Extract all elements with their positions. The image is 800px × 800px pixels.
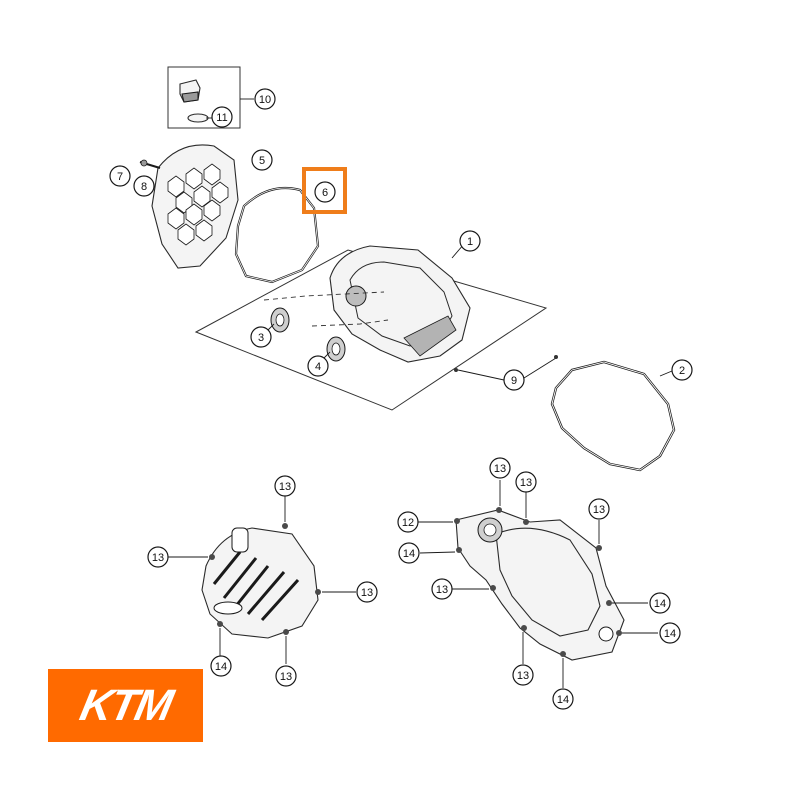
callout-14-case-right-a[interactable]: 14 — [649, 592, 671, 614]
outer-clutch-cover-part — [151, 144, 239, 269]
callout-13-case-bottom[interactable]: 13 — [512, 664, 534, 686]
crankcase-part — [455, 509, 625, 661]
callout-9[interactable]: 9 — [503, 369, 525, 391]
screw-part — [139, 159, 161, 169]
shaft-seal-part — [270, 307, 290, 333]
svg-text:9: 9 — [511, 375, 517, 387]
callout-5[interactable]: 5 — [251, 149, 273, 171]
callout-13-right[interactable]: 13 — [356, 581, 378, 603]
svg-text:4: 4 — [315, 361, 321, 373]
svg-text:13: 13 — [520, 477, 532, 489]
callout-4[interactable]: 4 — [307, 355, 329, 377]
clutch-cover-part — [329, 245, 471, 363]
svg-text:12: 12 — [402, 517, 414, 529]
svg-text:14: 14 — [557, 694, 569, 706]
bearing-part — [326, 336, 346, 362]
svg-text:2: 2 — [679, 365, 685, 377]
highlight-frame — [302, 167, 347, 214]
svg-text:7: 7 — [117, 171, 123, 183]
callout-14-case-bottom[interactable]: 14 — [552, 688, 574, 710]
svg-text:14: 14 — [403, 548, 415, 560]
callout-3[interactable]: 3 — [250, 326, 272, 348]
callout-13-case-mid[interactable]: 13 — [431, 578, 453, 600]
o-ring-part — [187, 113, 209, 123]
svg-text:13: 13 — [361, 587, 373, 599]
svg-text:13: 13 — [517, 670, 529, 682]
svg-text:13: 13 — [152, 552, 164, 564]
callout-14-case-left[interactable]: 14 — [398, 542, 420, 564]
callout-13-case-right[interactable]: 13 — [588, 498, 610, 520]
svg-text:6: 6 — [322, 187, 328, 199]
svg-text:3: 3 — [258, 332, 264, 344]
svg-text:14: 14 — [664, 628, 676, 640]
svg-text:1: 1 — [467, 236, 473, 248]
svg-text:13: 13 — [279, 481, 291, 493]
svg-text:8: 8 — [141, 181, 147, 193]
callout-13-top[interactable]: 13 — [274, 475, 296, 497]
svg-text:13: 13 — [280, 671, 292, 683]
svg-text:14: 14 — [215, 661, 227, 673]
callout-14-case-right-b[interactable]: 14 — [659, 622, 681, 644]
callout-14-bottom-left[interactable]: 14 — [210, 655, 232, 677]
clutch-cover-installed-part — [201, 527, 319, 639]
callout-13-case-top-b[interactable]: 13 — [515, 471, 537, 493]
callout-13-case-top-a[interactable]: 13 — [489, 457, 511, 479]
callout-6[interactable]: 6 — [314, 181, 336, 203]
callout-13-bottom[interactable]: 13 — [275, 665, 297, 687]
svg-text:5: 5 — [259, 155, 265, 167]
callout-8[interactable]: 8 — [133, 175, 155, 197]
callout-11[interactable]: 11 — [211, 106, 233, 128]
svg-text:14: 14 — [654, 598, 666, 610]
svg-text:13: 13 — [494, 463, 506, 475]
inset-frame — [167, 66, 241, 129]
callout-12[interactable]: 12 — [397, 511, 419, 533]
logo-text: KTM — [75, 680, 176, 730]
callout-1[interactable]: 1 — [459, 230, 481, 252]
crankcase-gasket-part — [550, 360, 676, 472]
callout-13-left[interactable]: 13 — [147, 546, 169, 568]
callout-2[interactable]: 2 — [671, 359, 693, 381]
ktm-logo: KTM — [48, 669, 203, 742]
callout-7[interactable]: 7 — [109, 165, 131, 187]
svg-text:11: 11 — [216, 112, 227, 124]
svg-text:13: 13 — [593, 504, 605, 516]
callout-10[interactable]: 10 — [254, 88, 276, 110]
svg-text:10: 10 — [259, 94, 271, 106]
assembly-frame — [194, 249, 548, 411]
oil-plug-part — [179, 79, 201, 103]
svg-text:13: 13 — [436, 584, 448, 596]
